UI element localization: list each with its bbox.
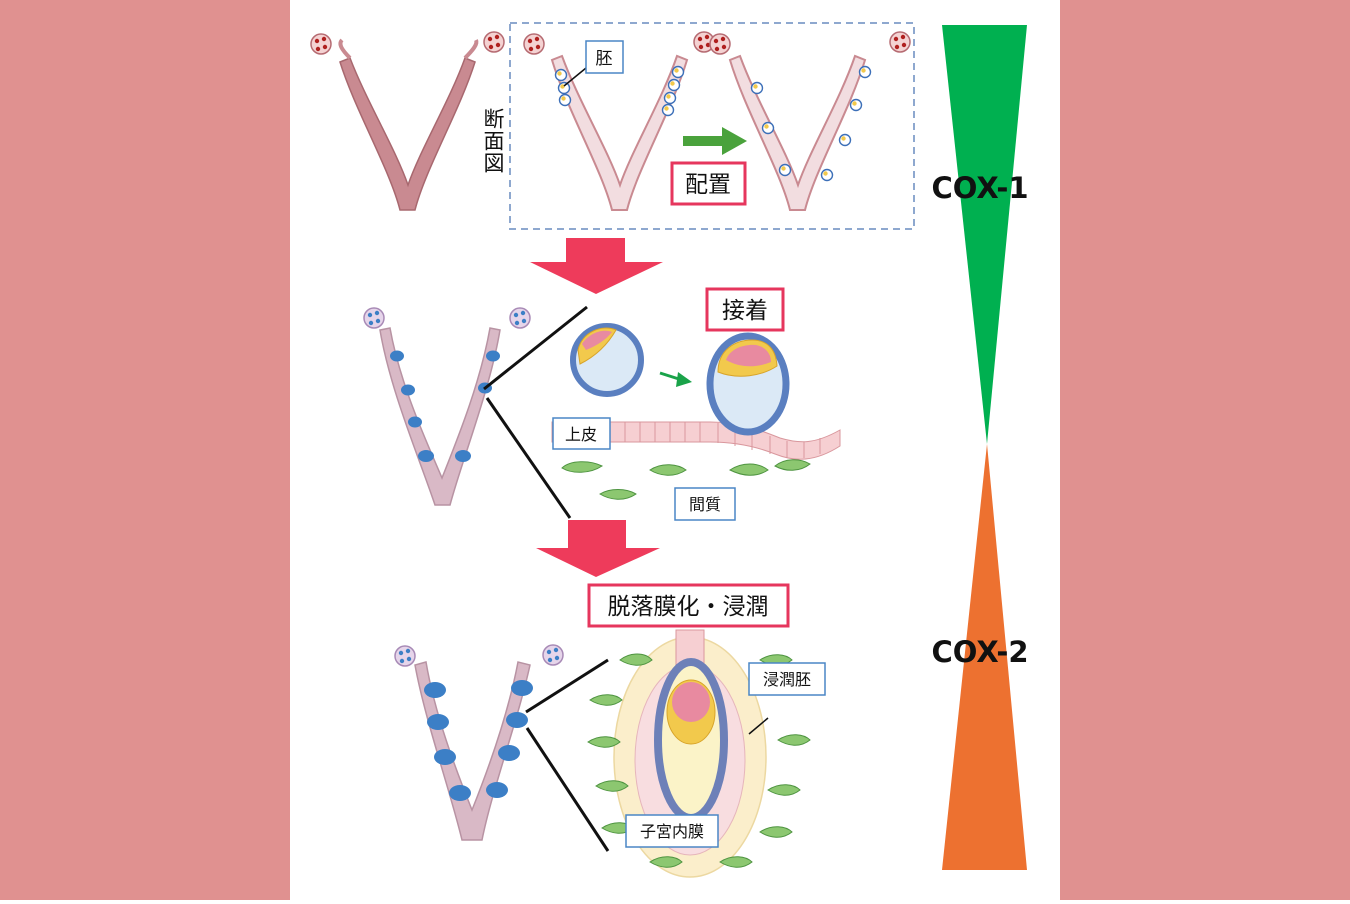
zoom-line-bottom xyxy=(485,397,572,519)
decidua xyxy=(613,629,767,878)
invasive-embryo-label: 浸潤胚 xyxy=(763,670,811,689)
embryo-leader xyxy=(563,67,587,87)
decidualization-label: 脱落膜化・浸潤 xyxy=(608,594,769,620)
decidualization-label-box xyxy=(587,583,790,628)
cox2-label: COX-2 xyxy=(931,635,1028,669)
placement-label: 配置 xyxy=(685,172,731,198)
zoom-line-top xyxy=(483,305,588,391)
stroma-cells xyxy=(561,459,811,500)
placement-label-box xyxy=(670,161,747,206)
cross-section-frame xyxy=(509,22,915,230)
cox2-wedge xyxy=(942,444,1027,870)
stroma-label-box xyxy=(674,487,736,521)
uterus-embryos-clustered xyxy=(523,31,715,211)
cox1-label: COX-1 xyxy=(931,171,1028,205)
uterus-adhesion xyxy=(363,307,531,506)
decidua-stroma-cells xyxy=(587,653,811,868)
zoom-line-bottom-2 xyxy=(525,727,610,852)
uterus-embryos-spaced xyxy=(709,31,911,211)
endometrium-label: 子宮内膜 xyxy=(640,822,704,841)
invasive-embryo-label-box xyxy=(748,662,826,696)
embryo-label: 胚 xyxy=(596,49,613,69)
invasive-embryo-leader xyxy=(748,717,769,735)
stage-arrow-1 xyxy=(530,238,663,294)
blastocyst-before xyxy=(570,323,644,397)
zoom-line-top-2 xyxy=(525,658,609,714)
stage-arrow-2 xyxy=(536,520,660,577)
left-margin-band xyxy=(0,0,290,900)
placement-arrow xyxy=(683,127,747,155)
epithelium-label: 上皮 xyxy=(565,425,597,444)
diagram-panel: 胚 配置 xyxy=(290,0,1060,900)
stroma-label: 間質 xyxy=(689,495,721,514)
blastocyst-adhering xyxy=(706,332,790,436)
uterus-plain xyxy=(310,31,505,211)
right-margin-band xyxy=(1060,0,1350,900)
endometrium-label-box xyxy=(625,814,719,848)
uterus-decidualized xyxy=(394,644,564,841)
adhesion-arrow-head xyxy=(676,372,692,387)
adhesion-label-box xyxy=(705,287,785,332)
cox1-wedge xyxy=(942,25,1027,444)
cross-section-label: 断面図 xyxy=(481,108,505,174)
embryo-label-box xyxy=(585,40,624,74)
epithelium-label-box xyxy=(552,417,611,450)
adhesion-label: 接着 xyxy=(722,298,768,324)
diagram-canvas: 胚 配置 xyxy=(310,22,1029,878)
